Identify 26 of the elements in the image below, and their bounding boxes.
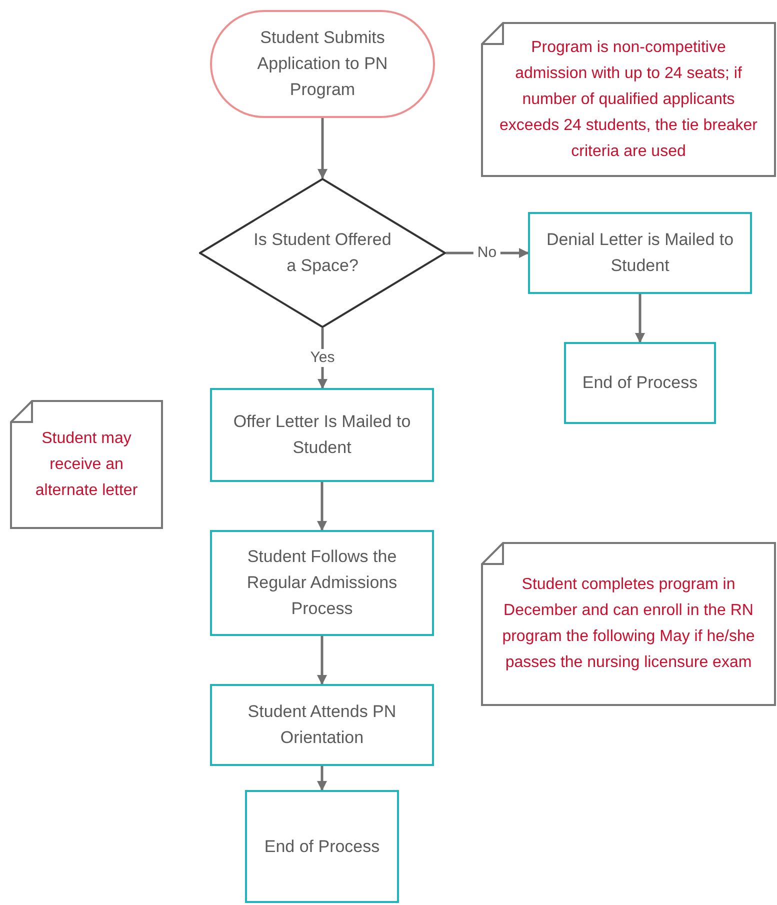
step-text: Offer Letter Is Mailed to Student [232, 411, 412, 459]
process-box [210, 530, 434, 636]
note-card [481, 542, 776, 706]
decision-text: Is Student Offered a Space? [252, 229, 392, 277]
step-text: Student Attends PN Orientation [246, 701, 398, 749]
note-card [481, 22, 776, 177]
decision-diamond [199, 178, 446, 328]
note-card [10, 400, 163, 529]
arrow [317, 636, 327, 685]
note-text: Student may receive an alternate letter [34, 428, 139, 500]
start-text: Student Submits Application to PN Program [256, 27, 389, 101]
note-text: Program is non-competitive admission with up to 24 seats; if number of qualified applicants exceeds 24 students, the tie breaker criteria are used [498, 38, 758, 162]
arrow [317, 766, 327, 791]
arrow [318, 118, 328, 179]
process-box [528, 212, 752, 294]
arrow [635, 294, 645, 343]
note-text: Student completes program in December and can enroll in the RN program the following May if he/she passes the nursing licensure exam [501, 575, 756, 673]
step-text: End of Process [582, 372, 698, 394]
step-text: Denial Letter is Mailed to Student [545, 229, 735, 277]
step-text: Student Follows the Regular Admissions Process [246, 546, 398, 620]
step-text: End of Process [264, 836, 380, 858]
arrow [317, 482, 327, 531]
process-box [564, 342, 716, 424]
process-box [210, 388, 434, 482]
process-box [245, 790, 399, 903]
process-box [210, 684, 434, 766]
